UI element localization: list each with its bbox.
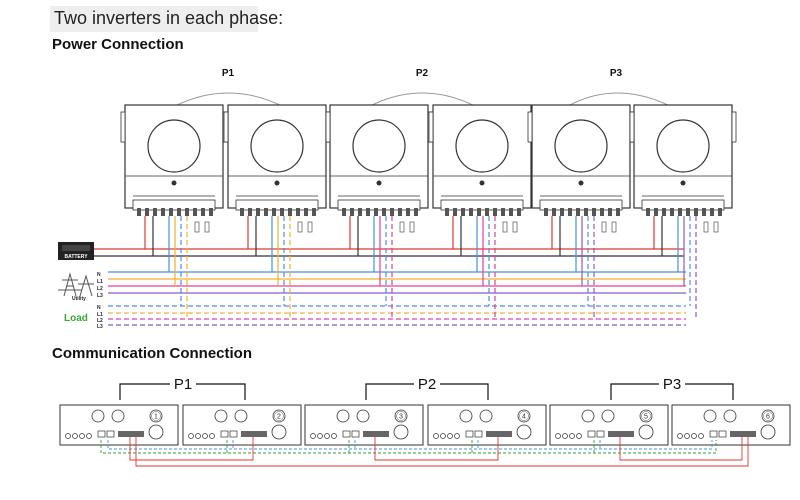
communication-connection-heading: Communication Connection [52, 345, 252, 362]
unit-number: 3 [399, 414, 403, 421]
inverter-unit [629, 104, 737, 216]
load-terminals: N L1 L2 L3 [97, 305, 103, 330]
comm-units-row: 1 2 3 4 5 6 [59, 404, 791, 446]
phase-label-p2-power: P2 [416, 68, 429, 79]
page-title: Two inverters in each phase: [54, 8, 284, 28]
load-terminal-l1: L1 [97, 312, 103, 318]
battery: BATTERY [58, 242, 94, 260]
phase-bracket-p1 [174, 92, 283, 107]
comm-unit: 5 [549, 404, 669, 446]
unit-number: 5 [644, 414, 648, 421]
comm-unit: 1 [59, 404, 179, 446]
power-wiring [94, 216, 719, 326]
title-highlight [50, 6, 258, 32]
load-label: Load [64, 313, 88, 324]
inverter-unit [428, 104, 536, 216]
utility-terminal-n: N [97, 272, 101, 278]
utility-terminals: N L1 L2 L3 [97, 272, 103, 299]
utility-label: Utility [72, 296, 86, 302]
load-terminal-l2: L2 [97, 318, 103, 324]
inverter-unit [527, 104, 635, 216]
comm-bracket-p1 [119, 383, 246, 400]
comm-bracket-p3 [610, 383, 734, 400]
comm-unit: 4 [427, 404, 547, 446]
inverter-row [120, 104, 737, 216]
comm-unit: 3 [304, 404, 424, 446]
unit-number: 4 [522, 414, 526, 421]
inverter-unit [120, 104, 228, 216]
comm-unit: 2 [182, 404, 302, 446]
comm-bracket-p2 [365, 383, 489, 400]
inverter-unit [223, 104, 331, 216]
phase-bracket-p2 [369, 92, 476, 107]
utility-tower: Utility [58, 272, 94, 302]
utility-terminal-l3: L3 [97, 293, 103, 299]
comm-unit: 6 [671, 404, 791, 446]
power-connection-heading: Power Connection [52, 36, 184, 53]
unit-number: 6 [766, 414, 770, 421]
phase-label-p2-comm: P2 [418, 376, 436, 393]
utility-terminal-l1: L1 [97, 279, 103, 285]
utility-terminal-l2: L2 [97, 286, 103, 292]
unit-number: 1 [154, 414, 158, 421]
phase-label-p3-comm: P3 [663, 376, 681, 393]
phase-label-p1-power: P1 [222, 68, 235, 79]
load-terminal-l3: L3 [97, 324, 103, 330]
phase-label-p1-comm: P1 [174, 376, 192, 393]
phase-bracket-p3 [567, 92, 671, 107]
battery-label: BATTERY [64, 254, 88, 260]
load-terminal-n: N [97, 305, 101, 311]
inverter-unit [325, 104, 433, 216]
comm-wiring [100, 437, 749, 467]
unit-number: 2 [277, 414, 281, 421]
phase-label-p3-power: P3 [610, 68, 623, 79]
